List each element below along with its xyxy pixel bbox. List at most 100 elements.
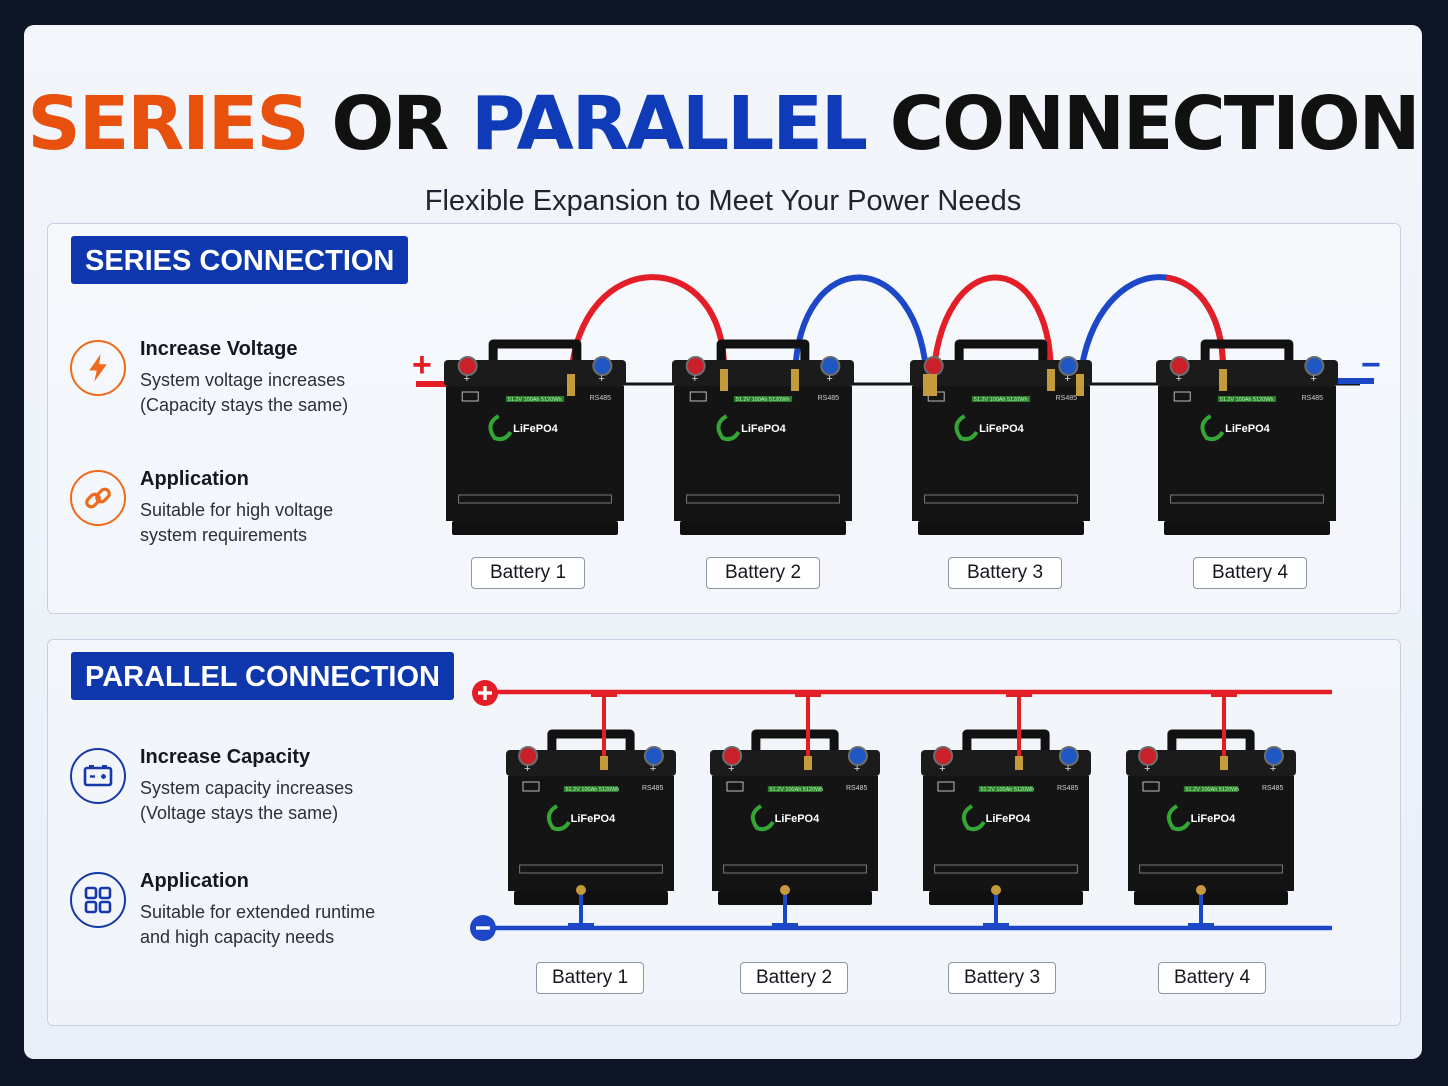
battery-icon-box [522, 781, 540, 792]
terminal-connector [1196, 885, 1206, 895]
positive-tee [1006, 690, 1032, 697]
battery-lid [710, 750, 880, 776]
battery-icon [70, 748, 126, 804]
battery-body [712, 776, 878, 891]
positive-tee [795, 690, 821, 697]
battery-spec-text: 51.2V 100Ah 5120Wh [981, 787, 1035, 793]
feature-line: and high capacity needs [140, 927, 335, 947]
lid-plus-mark: + [1064, 373, 1070, 385]
negative-terminal [592, 356, 613, 376]
terminal-connector [567, 374, 575, 396]
battery-icon-box [1173, 391, 1191, 402]
leaf-logo-icon [954, 414, 979, 442]
series-wire-red [568, 274, 728, 382]
page-title: SERIES OR PARALLEL CONNECTION [24, 87, 1422, 161]
battery-handle [1167, 729, 1255, 754]
battery-base [1164, 521, 1330, 535]
battery-body [1158, 386, 1336, 521]
terminal-connector [923, 374, 931, 396]
battery-chemistry-text: LiFePO4 [1191, 813, 1237, 825]
feature-line: System capacity increases [140, 778, 354, 798]
battery-info-strip [1170, 494, 1324, 504]
terminal-connector [929, 374, 937, 396]
lid-plus-mark: + [464, 373, 470, 385]
terminal-connector [1015, 756, 1023, 770]
battery-chemistry-text: LiFePO4 [986, 813, 1032, 825]
battery-body [674, 386, 852, 521]
positive-terminal [933, 746, 954, 766]
battery-spec-text: 51.2V 100Ah 5120Wh [736, 397, 790, 403]
battery-port-text: RS485 [1302, 395, 1324, 402]
battery-lid [910, 360, 1092, 386]
lid-plus-mark: + [1270, 763, 1276, 775]
leaf-logo-icon [750, 804, 775, 832]
battery-chemistry-text: LiFePO4 [741, 423, 787, 435]
battery-port-text: RS485 [642, 785, 664, 792]
lightning-icon [70, 340, 126, 396]
battery-base [680, 521, 846, 535]
link-icon [70, 470, 126, 526]
battery-body [923, 776, 1089, 891]
battery-port-text: RS485 [1262, 785, 1284, 792]
battery-label: Battery 3 [948, 962, 1056, 994]
lid-plus-mark: + [1310, 373, 1316, 385]
leaf-logo-icon [961, 804, 986, 832]
battery-info-strip [934, 864, 1078, 874]
terminal-connector [791, 369, 799, 391]
negative-tee [568, 923, 594, 930]
battery-port-text: RS485 [1056, 395, 1078, 402]
positive-tee [1211, 690, 1237, 697]
battery-port-text: RS485 [590, 395, 612, 402]
parallel-panel: PARALLEL CONNECTION Increase Capacity Sy… [47, 639, 1401, 1026]
positive-terminal-icon [472, 680, 498, 706]
negative-terminal [847, 746, 868, 766]
battery-icon-box [726, 781, 744, 792]
feature-title: Increase Capacity [140, 746, 311, 768]
negative-tee [772, 923, 798, 930]
battery-base [1134, 891, 1288, 905]
battery-info-strip [519, 864, 663, 874]
battery-body [1128, 776, 1294, 891]
battery-handle [716, 339, 810, 364]
spec-strip [505, 396, 565, 402]
series-plus-sign: + [412, 346, 432, 384]
terminal-connector [720, 369, 728, 391]
title-series-word: SERIES [27, 81, 309, 167]
battery-spec-text: 51.2V 100Ah 5120Wh [974, 397, 1028, 403]
battery-lid [921, 750, 1091, 776]
terminal-connector [991, 885, 1001, 895]
spec-strip [978, 786, 1034, 792]
battery-base [929, 891, 1083, 905]
battery-label: Battery 2 [740, 962, 848, 994]
lid-plus-mark: + [1065, 763, 1071, 775]
spec-strip [563, 786, 619, 792]
negative-tee [983, 923, 1009, 930]
negative-terminal [1263, 746, 1284, 766]
negative-terminal-icon [470, 915, 496, 941]
battery-chemistry-text: LiFePO4 [775, 813, 821, 825]
feature-title: Application [140, 870, 249, 892]
battery-chemistry-text: LiFePO4 [1225, 423, 1271, 435]
battery-port-text: RS485 [1057, 785, 1079, 792]
battery-icon-box [1142, 781, 1160, 792]
title-parallel-word: PARALLEL [471, 81, 868, 167]
lid-plus-mark: + [728, 763, 734, 775]
battery-body [912, 386, 1090, 521]
positive-terminal [1138, 746, 1159, 766]
battery-lid [506, 750, 676, 776]
lid-plus-mark: + [692, 373, 698, 385]
series-minus-sign: − [1361, 346, 1381, 384]
battery-base [452, 521, 618, 535]
battery-label: Battery 1 [471, 557, 585, 589]
battery-chemistry-text: LiFePO4 [979, 423, 1025, 435]
lid-plus-mark: + [854, 763, 860, 775]
lid-plus-mark: + [1144, 763, 1150, 775]
spec-strip [1183, 786, 1239, 792]
feature-line: Suitable for extended runtime [140, 902, 376, 922]
battery-spec-text: 51.2V 100Ah 5120Wh [1186, 787, 1240, 793]
battery-base [514, 891, 668, 905]
terminal-connector [1220, 756, 1228, 770]
